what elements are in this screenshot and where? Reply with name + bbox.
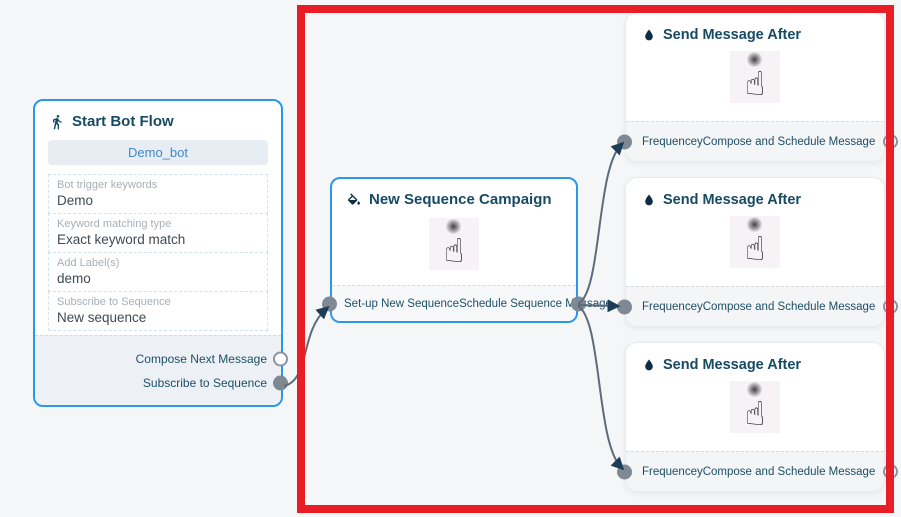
field-value: demo <box>57 271 91 286</box>
send-message-after-node-2[interactable]: Send Message After ☝ Frequencey Compose … <box>617 177 899 327</box>
water-drop-icon <box>642 27 656 43</box>
field-label: Add Label(s) <box>57 257 120 269</box>
input-label: Frequencey <box>642 465 703 478</box>
output-label: Compose and Schedule Message <box>702 465 876 478</box>
connector-frequency-input[interactable] <box>617 134 632 149</box>
send-node-footer: Frequencey Compose and Schedule Message <box>617 451 899 491</box>
connector-frequency-input[interactable] <box>617 299 632 314</box>
connector-compose-next-message[interactable] <box>273 351 288 367</box>
output-label: Subscribe to Sequence <box>142 376 267 390</box>
edge-subscribe-to-setup <box>283 305 330 387</box>
field-add-labels[interactable]: Add Label(s) demo <box>48 252 268 292</box>
field-label: Bot trigger keywords <box>57 179 158 191</box>
connector-compose-schedule-message[interactable] <box>883 464 899 479</box>
output-compose-next-message: Compose Next Message <box>35 347 288 371</box>
hand-cursor-icon: ☝ <box>443 231 465 270</box>
hand-cursor-icon: ☝ <box>744 64 766 103</box>
input-label: Set-up New Sequence <box>344 297 460 310</box>
hand-cursor-icon: ☝ <box>744 229 766 268</box>
output-label: Schedule Sequence Message <box>459 297 612 310</box>
output-label: Compose and Schedule Message <box>702 300 876 313</box>
new-sequence-campaign-node[interactable]: New Sequence Campaign ☝ Set-up New Seque… <box>322 177 612 323</box>
output-label: Compose Next Message <box>135 352 267 366</box>
water-drop-icon <box>642 192 656 208</box>
connector-schedule-sequence-message[interactable] <box>571 296 586 311</box>
node-title-text: New Sequence Campaign <box>369 191 552 208</box>
field-keyword-matching-type[interactable]: Keyword matching type Exact keyword matc… <box>48 213 268 253</box>
send-node-title: Send Message After <box>626 13 884 49</box>
hand-cursor-placeholder[interactable]: ☝ <box>730 51 780 103</box>
campaign-node-title: New Sequence Campaign <box>332 179 576 216</box>
output-subscribe-to-sequence: Subscribe to Sequence <box>35 371 288 395</box>
hand-cursor-placeholder[interactable]: ☝ <box>429 218 479 270</box>
start-bot-flow-title: Start Bot Flow <box>35 101 281 138</box>
walking-person-icon <box>49 114 65 130</box>
start-bot-flow-node[interactable]: Start Bot Flow Demo_bot Bot trigger keyw… <box>33 99 288 407</box>
connector-compose-schedule-message[interactable] <box>883 299 899 314</box>
connector-setup-new-sequence[interactable] <box>322 296 337 311</box>
input-label: Frequencey <box>642 135 703 148</box>
connector-frequency-input[interactable] <box>617 464 632 479</box>
edge-schedule-to-send3 <box>577 305 625 471</box>
field-value: Demo <box>57 193 94 208</box>
start-node-footer: Compose Next Message Subscribe to Sequen… <box>35 335 288 405</box>
field-subscribe-to-sequence[interactable]: Subscribe to Sequence New sequence <box>48 291 268 331</box>
send-node-title: Send Message After <box>626 343 884 379</box>
connector-compose-schedule-message[interactable] <box>883 134 899 149</box>
click-effect-dot <box>747 52 762 67</box>
node-title-text: Start Bot Flow <box>72 113 174 130</box>
send-node-title: Send Message After <box>626 178 884 214</box>
field-label: Subscribe to Sequence <box>57 296 171 308</box>
send-message-after-node-3[interactable]: Send Message After ☝ Frequencey Compose … <box>617 342 899 492</box>
click-effect-dot <box>747 382 762 397</box>
send-node-footer: Frequencey Compose and Schedule Message <box>617 121 899 161</box>
node-title-text: Send Message After <box>663 357 802 373</box>
input-label: Frequencey <box>642 300 703 313</box>
field-bot-trigger-keywords[interactable]: Bot trigger keywords Demo <box>48 174 268 214</box>
connector-subscribe-to-sequence[interactable] <box>273 375 288 391</box>
hand-cursor-icon: ☝ <box>744 394 766 433</box>
field-value: New sequence <box>57 310 147 325</box>
node-title-text: Send Message After <box>663 192 802 208</box>
node-title-text: Send Message After <box>663 27 802 43</box>
campaign-node-footer: Set-up New Sequence Schedule Sequence Me… <box>322 285 612 321</box>
edge-schedule-to-send1 <box>577 141 625 305</box>
field-value: Exact keyword match <box>57 232 186 247</box>
paint-bucket-icon <box>346 192 362 208</box>
hand-cursor-placeholder[interactable]: ☝ <box>730 216 780 268</box>
bot-name-button[interactable]: Demo_bot <box>48 140 268 165</box>
start-node-fields: Bot trigger keywords Demo Keyword matchi… <box>48 174 268 331</box>
hand-cursor-placeholder[interactable]: ☝ <box>730 381 780 433</box>
click-effect-dot <box>747 217 762 232</box>
send-node-footer: Frequencey Compose and Schedule Message <box>617 286 899 326</box>
click-effect-dot <box>446 219 461 234</box>
water-drop-icon <box>642 357 656 373</box>
send-message-after-node-1[interactable]: Send Message After ☝ Frequencey Compose … <box>617 12 899 162</box>
field-label: Keyword matching type <box>57 218 172 230</box>
output-label: Compose and Schedule Message <box>702 135 876 148</box>
